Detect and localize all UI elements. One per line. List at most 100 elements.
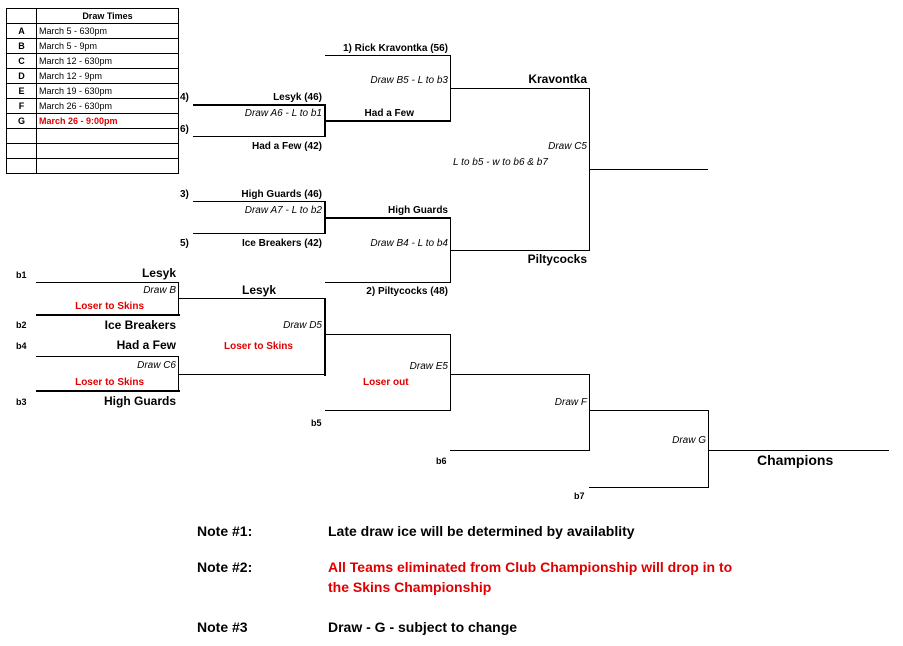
bracket-line <box>325 55 450 56</box>
bracket-line <box>450 250 590 251</box>
draw-letter: G <box>6 113 37 129</box>
bracket-line <box>36 356 179 357</box>
bracket-line <box>708 410 709 488</box>
loser-note: Loser to Skins <box>224 341 293 352</box>
note-text: Late draw ice will be determined by avai… <box>328 523 635 539</box>
table-row <box>6 158 179 174</box>
bracket-line <box>325 120 451 122</box>
bracket-line <box>589 410 708 411</box>
loser-slot: b5 <box>311 418 322 428</box>
note-text-continued: the Skins Championship <box>328 579 492 595</box>
note-text: All Teams eliminated from Club Champions… <box>328 559 733 575</box>
bracket-line <box>589 487 708 488</box>
champions-label: Champions <box>757 452 834 468</box>
team-entry: Ice Breakers <box>104 318 176 332</box>
draw-letter: A <box>6 23 37 39</box>
bracket-line <box>178 374 325 375</box>
draw-time: March 12 - 9pm <box>36 68 179 84</box>
draw-letter: E <box>6 83 37 99</box>
loser-slot: b3 <box>16 397 27 407</box>
seed-number: 6) <box>180 124 189 135</box>
note-label: Note #2: <box>197 559 253 575</box>
draw-letter: D <box>6 68 37 84</box>
team-entry: High Guards <box>103 394 176 408</box>
bracket-line <box>36 282 179 283</box>
seed-number: 3) <box>180 189 189 200</box>
draw-label: Draw F <box>554 397 587 408</box>
bracket-line <box>325 217 451 219</box>
loser-slot: b7 <box>574 491 585 501</box>
draw-label: Draw B4 - L to b4 <box>370 238 448 249</box>
bracket-line <box>324 298 326 376</box>
draw-time: March 26 - 9:00pm <box>36 113 179 129</box>
bracket-line <box>450 88 590 89</box>
bracket-line <box>193 104 325 106</box>
draw-label: Draw G <box>672 435 706 446</box>
note-label: Note #3 <box>197 619 248 635</box>
draw-label: Draw A7 - L to b2 <box>244 205 322 216</box>
draw-time <box>36 128 179 144</box>
team-entry: Lesyk (46) <box>273 92 322 103</box>
bracket-line <box>178 298 325 299</box>
table-corner <box>6 8 37 24</box>
bracket-line <box>325 282 450 283</box>
bracket-line <box>193 233 325 234</box>
team-winner: High Guards <box>387 205 448 216</box>
bracket-line <box>324 104 326 137</box>
draw-label: Draw B <box>143 285 176 296</box>
draw-letter <box>6 128 37 144</box>
loser-note: Loser out <box>363 377 409 388</box>
seed-number: 4) <box>180 92 189 103</box>
draw-label: Draw A6 - L to b1 <box>244 108 322 119</box>
team-entry: Had a Few (42) <box>251 141 322 152</box>
team-winner: Lesyk <box>242 283 277 297</box>
team-entry: 1) Rick Kravontka (56) <box>342 43 448 54</box>
draw-time: March 5 - 630pm <box>36 23 179 39</box>
table-row <box>6 128 179 144</box>
team-winner: Had a Few <box>364 108 414 119</box>
bracket-line <box>450 334 451 411</box>
draw-letter <box>6 143 37 159</box>
draw-letter: C <box>6 53 37 69</box>
draw-letter <box>6 158 37 174</box>
bracket-line <box>450 450 589 451</box>
draw-time: March 5 - 9pm <box>36 38 179 54</box>
team-entry: Had a Few <box>116 338 176 352</box>
draw-label: Draw D5 <box>283 320 322 331</box>
bracket-line <box>193 201 325 202</box>
draw-time <box>36 158 179 174</box>
draw-letter: F <box>6 98 37 114</box>
draw-label: Draw E5 <box>409 361 448 372</box>
draw-time: March 12 - 630pm <box>36 53 179 69</box>
draw-time <box>36 143 179 159</box>
seed-number: 5) <box>180 238 189 249</box>
bracket-line <box>589 374 590 451</box>
bracket-line <box>178 356 179 391</box>
draw-note: L to b5 - w to b6 & b7 <box>453 157 548 168</box>
bracket-line <box>589 169 708 170</box>
loser-note: Loser to Skins <box>75 377 144 388</box>
team-entry: Ice Breakers (42) <box>241 238 322 249</box>
bracket-line <box>325 334 450 335</box>
loser-slot: b4 <box>16 341 27 351</box>
bracket-line <box>325 410 450 411</box>
draw-letter: B <box>6 38 37 54</box>
bracket-line <box>36 390 180 392</box>
loser-note: Loser to Skins <box>75 301 144 312</box>
team-winner: Piltycocks <box>527 252 587 266</box>
bracket-line <box>708 450 889 451</box>
team-entry: Lesyk <box>141 266 176 280</box>
draw-label: Draw C5 <box>548 141 587 152</box>
team-entry: 2) Piltycocks (48) <box>366 286 448 297</box>
loser-slot: b1 <box>16 270 27 280</box>
team-winner: Kravontka <box>528 72 587 86</box>
loser-slot: b6 <box>436 456 447 466</box>
bracket-line <box>36 314 180 316</box>
